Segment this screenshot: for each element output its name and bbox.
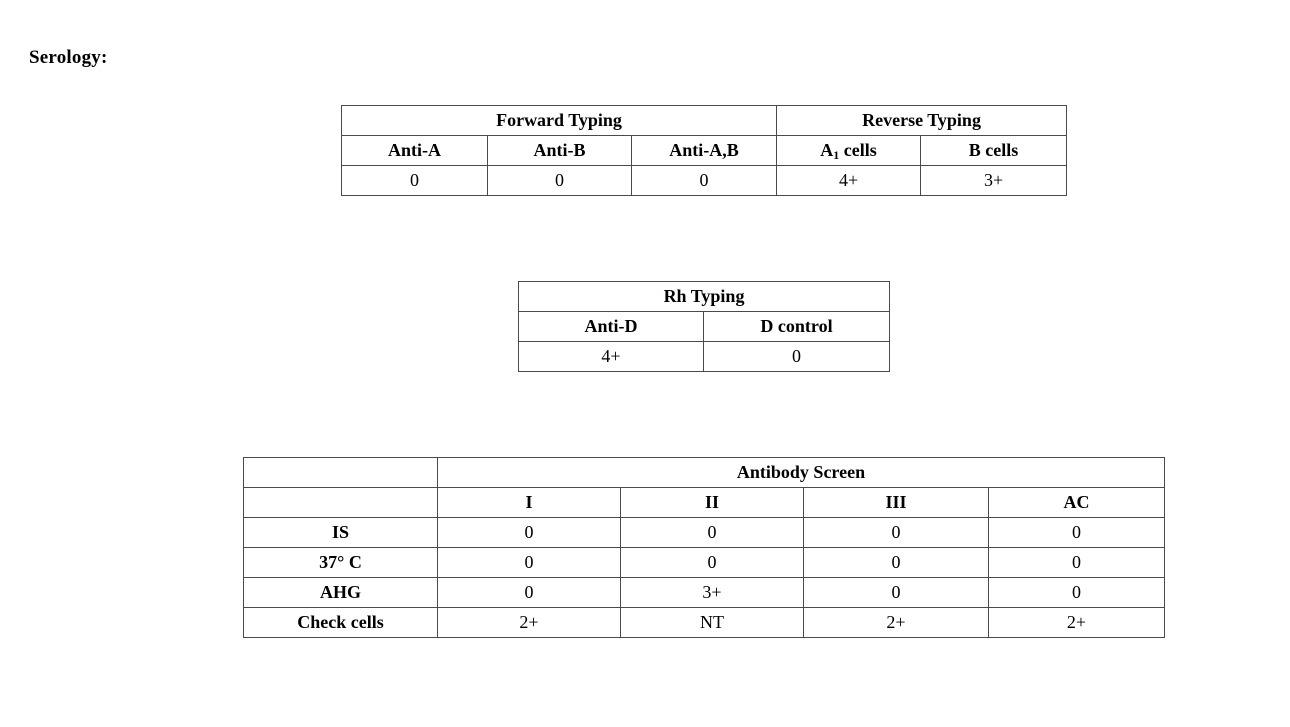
column-header-a1-cells: A1 cells — [776, 135, 922, 166]
cell-is-i: 0 — [437, 517, 621, 548]
group-header-antibody-screen: Antibody Screen — [437, 457, 1165, 488]
table-row: IS 0 0 0 0 — [243, 517, 1165, 548]
cell-anti-ab-result: 0 — [630, 165, 778, 196]
table-row: AHG 0 3+ 0 0 — [243, 577, 1165, 608]
cell-check-cells-ii: NT — [620, 607, 804, 638]
column-header-d-control: D control — [702, 311, 891, 342]
row-label-ahg: AHG — [243, 577, 438, 608]
antibody-screen-table: Antibody Screen I II III AC IS 0 0 0 0 3… — [243, 457, 1165, 638]
cell-ahg-ii: 3+ — [620, 577, 804, 608]
cell-ahg-ac: 0 — [988, 577, 1165, 608]
cell-b-cells-result: 3+ — [920, 165, 1068, 196]
rh-typing-table: Rh Typing Anti-D D control 4+ 0 — [517, 281, 891, 372]
column-header-b-cells: B cells — [920, 135, 1068, 166]
forward-reverse-typing-table: Forward Typing Reverse Typing Anti-A Ant… — [340, 105, 1068, 196]
column-header-anti-a: Anti-A — [341, 135, 488, 166]
table-row-values: 4+ 0 — [518, 341, 891, 372]
column-header-screen-cell-i: I — [437, 487, 621, 518]
table-row: Check cells 2+ NT 2+ 2+ — [243, 607, 1165, 638]
table-row-values: 0 0 0 4+ 3+ — [341, 165, 1068, 196]
cell-anti-b-result: 0 — [487, 165, 632, 196]
cell-ahg-iii: 0 — [803, 577, 989, 608]
cell-37c-iii: 0 — [803, 547, 989, 578]
table-row: 37° C 0 0 0 0 — [243, 547, 1165, 578]
column-header-screen-cell-ii: II — [620, 487, 804, 518]
column-header-anti-ab: Anti-A,B — [630, 135, 778, 166]
table-row-group-header: Antibody Screen — [243, 457, 1165, 488]
cell-a1-cells-result: 4+ — [776, 165, 922, 196]
corner-cell-secondary — [243, 487, 438, 518]
column-header-anti-d: Anti-D — [518, 311, 704, 342]
cell-anti-a-result: 0 — [341, 165, 488, 196]
table-row-column-headers: Anti-D D control — [518, 311, 891, 342]
row-label-37c: 37° C — [243, 547, 438, 578]
cell-anti-d-result: 4+ — [518, 341, 704, 372]
corner-cell — [243, 457, 438, 488]
table-row-column-headers: Anti-A Anti-B Anti-A,B A1 cells B cells — [341, 135, 1068, 166]
page-title: Serology: — [29, 47, 108, 68]
cell-d-control-result: 0 — [702, 341, 891, 372]
table-row-group-header: Rh Typing — [517, 281, 891, 312]
cell-is-ac: 0 — [988, 517, 1165, 548]
column-header-auto-control: AC — [988, 487, 1165, 518]
cell-37c-ii: 0 — [620, 547, 804, 578]
a1-cells-rest: cells — [839, 140, 877, 160]
table-row-group-header: Forward Typing Reverse Typing — [340, 105, 1068, 136]
a1-cells-base: A — [820, 140, 834, 160]
cell-ahg-i: 0 — [437, 577, 621, 608]
row-label-check-cells: Check cells — [243, 607, 438, 638]
cell-is-ii: 0 — [620, 517, 804, 548]
cell-37c-i: 0 — [437, 547, 621, 578]
cell-check-cells-ac: 2+ — [988, 607, 1165, 638]
column-header-anti-b: Anti-B — [487, 135, 632, 166]
group-header-rh-typing: Rh Typing — [517, 281, 891, 312]
cell-check-cells-iii: 2+ — [803, 607, 989, 638]
a1-cells-subscript: 1 — [833, 148, 840, 162]
cell-is-iii: 0 — [803, 517, 989, 548]
group-header-reverse-typing: Reverse Typing — [776, 105, 1068, 136]
table-row-column-headers: I II III AC — [243, 487, 1165, 518]
cell-check-cells-i: 2+ — [437, 607, 621, 638]
group-header-forward-typing: Forward Typing — [340, 105, 778, 136]
column-header-screen-cell-iii: III — [803, 487, 989, 518]
row-label-is: IS — [243, 517, 438, 548]
cell-37c-ac: 0 — [988, 547, 1165, 578]
